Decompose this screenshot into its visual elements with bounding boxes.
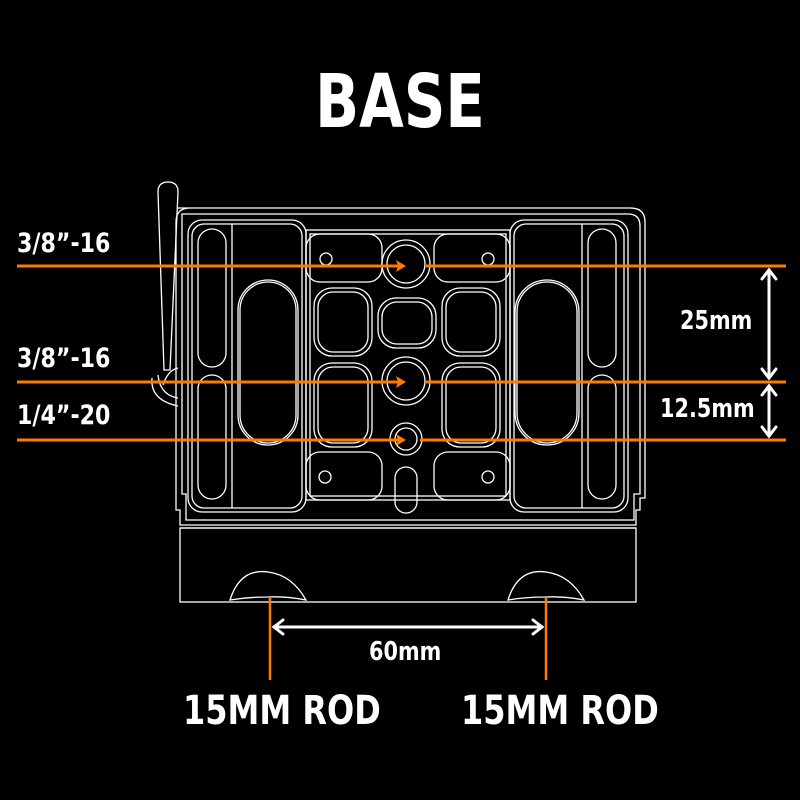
right-clamp-block	[509, 219, 629, 513]
center-frame	[305, 229, 511, 514]
thread-label-top: 3/8”-16	[17, 228, 111, 259]
dimension-12-5mm: 12.5mm	[660, 394, 755, 424]
rod-cradles	[229, 570, 586, 601]
dimension-arrows	[271, 267, 778, 636]
rod-label-right: 15MM ROD	[461, 688, 659, 734]
rod-label-left: 15MM ROD	[183, 688, 381, 734]
thread-label-middle: 3/8”-16	[17, 343, 111, 374]
left-clamp-block	[187, 219, 307, 513]
plate-outline	[175, 207, 646, 603]
orange-leader-lines	[17, 260, 786, 680]
release-lever	[151, 181, 179, 407]
dimension-60mm: 60mm	[369, 637, 442, 667]
dimension-25mm: 25mm	[680, 306, 753, 336]
page-title: BASE	[315, 59, 485, 145]
thread-label-bottom: 1/4”-20	[17, 400, 111, 431]
